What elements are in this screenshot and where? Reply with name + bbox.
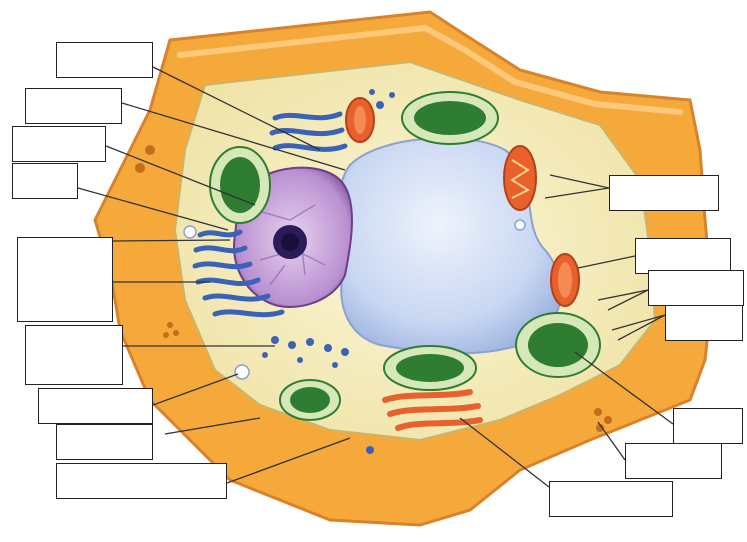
label-box[interactable] [673,408,743,444]
mitochondrion [346,98,374,142]
mitochondrion [504,146,536,210]
label-box[interactable] [625,443,722,479]
chloroplast [210,147,270,223]
chloroplast [402,92,498,144]
label-box[interactable] [549,481,673,517]
chloroplast [384,346,476,390]
label-box[interactable] [665,305,743,341]
chloroplast [516,313,600,377]
label-box[interactable] [12,163,78,199]
label-box[interactable] [56,42,153,78]
chloroplast [280,380,340,420]
label-box[interactable] [25,88,122,124]
label-box[interactable] [648,270,744,306]
label-box[interactable] [635,238,731,274]
label-box[interactable] [12,126,106,162]
label-box[interactable] [25,325,123,385]
label-box[interactable] [56,463,227,499]
label-box[interactable] [609,175,719,211]
label-box[interactable] [56,424,153,460]
nucleolus-core [281,233,299,251]
mitochondrion [551,254,579,306]
label-box[interactable] [38,388,153,424]
label-box[interactable] [17,237,113,322]
